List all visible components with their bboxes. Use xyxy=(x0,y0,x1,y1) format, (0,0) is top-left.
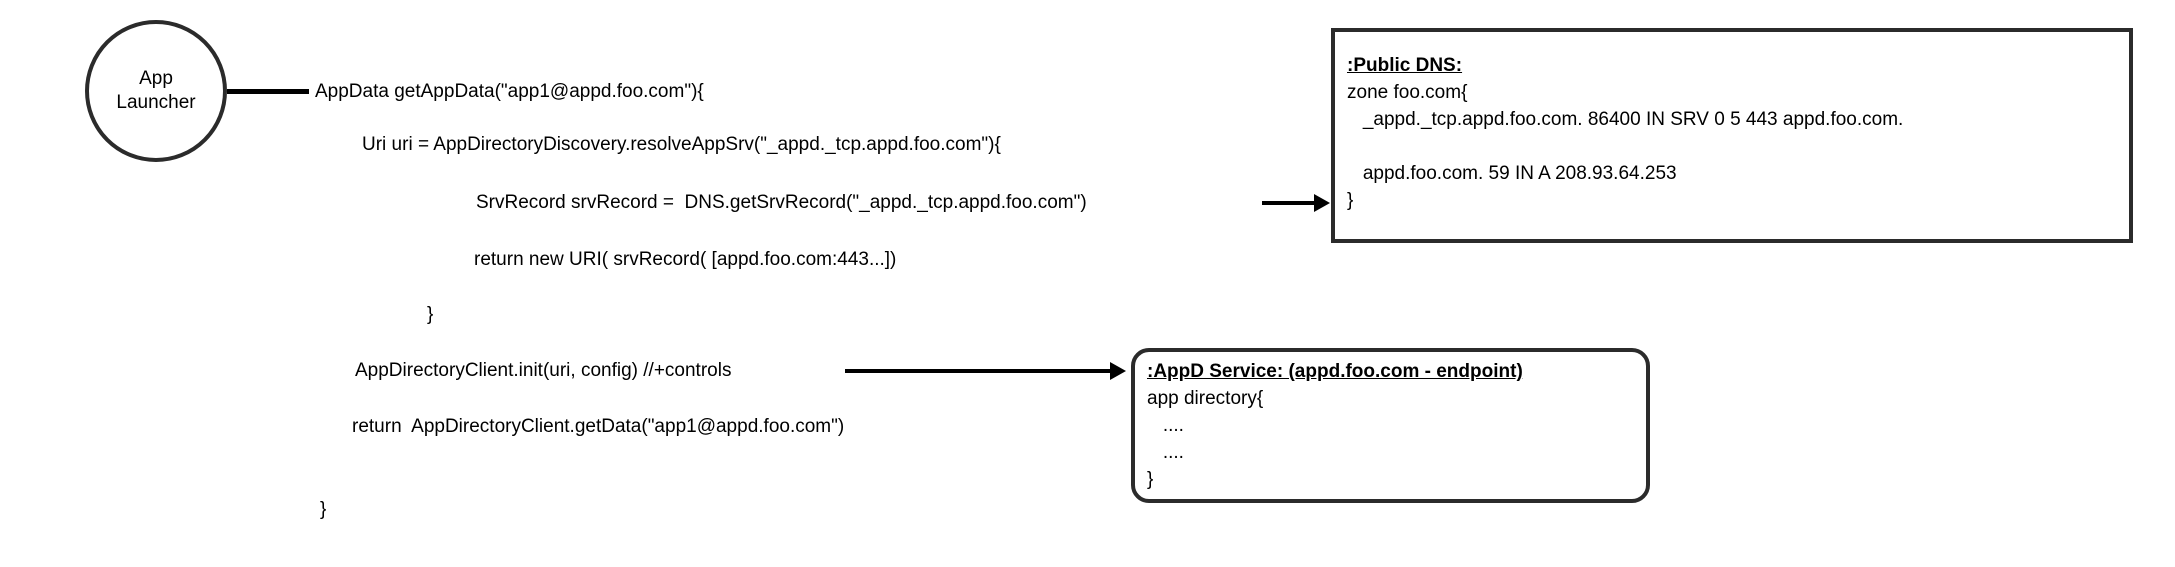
client-init-arrowhead-icon xyxy=(1110,362,1126,380)
dns-zone-line: zone foo.com{ xyxy=(1347,82,1468,103)
app-launcher-node: App Launcher xyxy=(85,20,227,162)
launcher-connector-line xyxy=(227,89,309,94)
dns-srv-record-line: _appd._tcp.appd.foo.com. 86400 IN SRV 0 … xyxy=(1347,109,1904,130)
code-line-closing-brace-outer: } xyxy=(320,499,327,520)
code-line-return-getdata: return AppDirectoryClient.getData("app1@… xyxy=(352,416,845,437)
public-dns-title: :Public DNS: xyxy=(1347,55,1463,76)
srv-record-arrowhead-icon xyxy=(1314,194,1330,212)
appd-closing-brace: } xyxy=(1147,469,1154,490)
app-launcher-label-line2: Launcher xyxy=(116,92,196,113)
appd-service-box: :AppD Service: (appd.foo.com - endpoint)… xyxy=(1131,348,1650,503)
appd-directory-line: app directory{ xyxy=(1147,388,1264,409)
appd-service-title: :AppD Service: (appd.foo.com - endpoint) xyxy=(1147,361,1523,382)
dns-closing-brace: } xyxy=(1347,190,1354,211)
public-dns-box: :Public DNS: zone foo.com{ _appd._tcp.ap… xyxy=(1331,28,2133,243)
code-line-getappdata: AppData getAppData("app1@appd.foo.com"){ xyxy=(315,81,704,102)
appd-dots-line-2: .... xyxy=(1147,442,1184,463)
dns-blank-line xyxy=(1347,133,2117,160)
code-line-getsrvrecord: SrvRecord srvRecord = DNS.getSrvRecord("… xyxy=(476,192,1087,213)
code-line-closing-brace-inner: } xyxy=(427,304,434,325)
code-line-client-init: AppDirectoryClient.init(uri, config) //+… xyxy=(355,360,732,381)
srv-record-arrow-shaft xyxy=(1262,201,1316,205)
dns-a-record-line: appd.foo.com. 59 IN A 208.93.64.253 xyxy=(1347,163,1677,184)
appd-dots-line-1: .... xyxy=(1147,415,1184,436)
app-launcher-label-line1: App xyxy=(139,68,173,89)
client-init-arrow-shaft xyxy=(845,369,1112,373)
code-line-resolveappsrv: Uri uri = AppDirectoryDiscovery.resolveA… xyxy=(362,134,1001,155)
code-line-return-uri: return new URI( srvRecord( [appd.foo.com… xyxy=(474,249,897,270)
